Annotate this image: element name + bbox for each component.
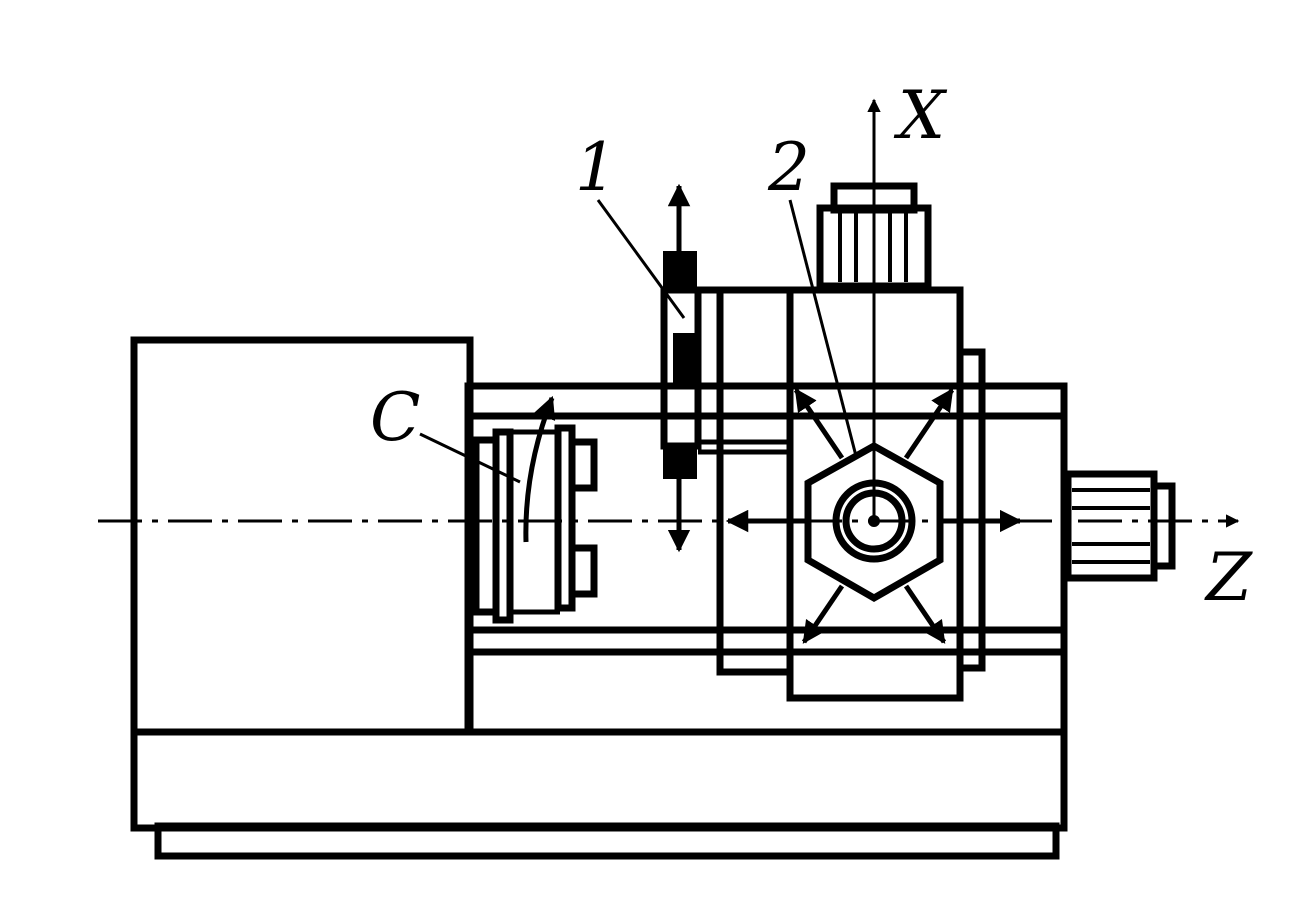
side-motor-cap <box>1150 482 1176 570</box>
carriage-body <box>464 382 1068 736</box>
tool-holder-middle-block <box>673 333 697 385</box>
turret-arrow-upper-right <box>903 388 955 460</box>
machine-bed <box>130 728 1068 832</box>
turret-flange <box>956 348 986 672</box>
leader-line-c <box>419 432 521 484</box>
turret-arrow-lower-right <box>903 584 947 644</box>
label-axis-x: X <box>893 77 948 154</box>
label-part-1: 1 <box>575 129 617 206</box>
chuck-jaw-lower <box>568 544 598 598</box>
turret-arrow-upper-left <box>793 388 845 460</box>
chuck-jaw-upper <box>568 438 598 492</box>
tool-holder-upper-block <box>663 251 697 293</box>
label-axis-z: Z <box>1204 539 1253 616</box>
chuck-inner-plate <box>492 428 514 624</box>
turret-arrow-lower-left <box>801 584 845 644</box>
workpiece-disc <box>554 424 576 612</box>
leader-line-1 <box>596 199 686 319</box>
leader-line-2 <box>788 199 858 457</box>
label-axis-c: C <box>370 379 421 456</box>
c-axis-rotation-arrow <box>523 395 556 543</box>
cross-slide-plate <box>716 286 794 676</box>
tool-holder-lower-block <box>663 443 697 479</box>
label-part-2: 2 <box>767 129 810 206</box>
